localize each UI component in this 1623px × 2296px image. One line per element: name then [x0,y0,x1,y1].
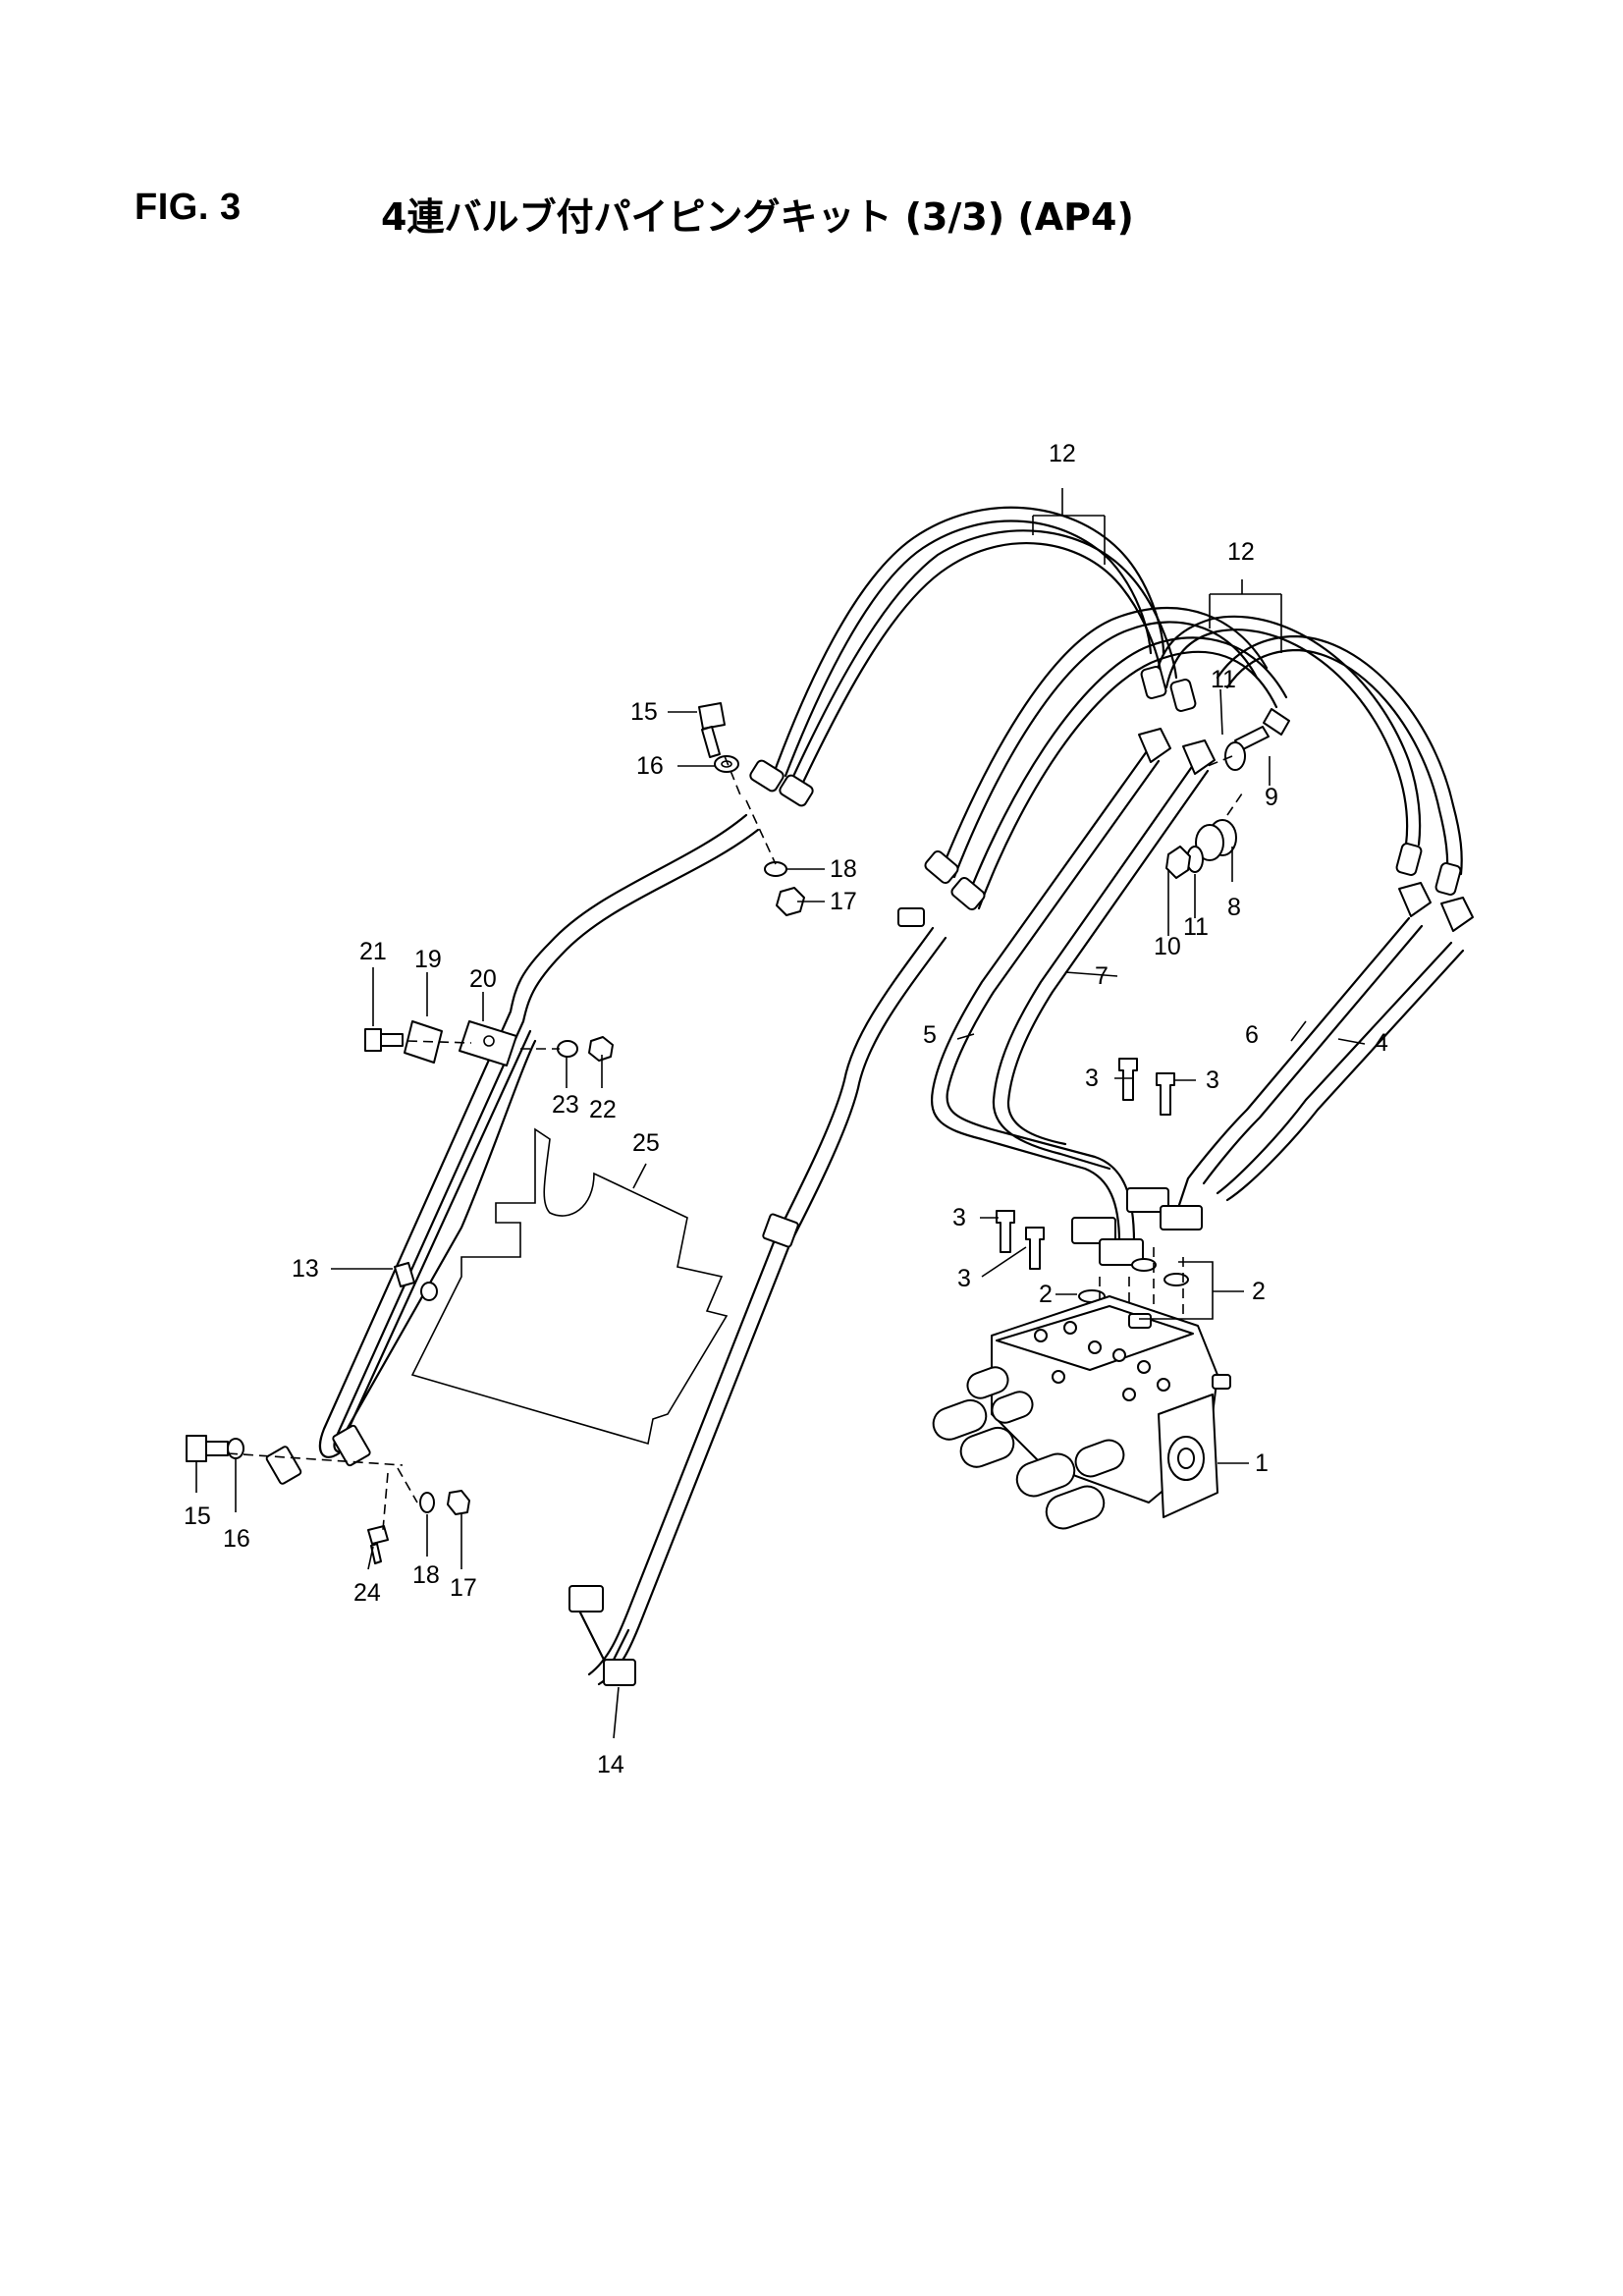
hose-pair-upper-left [770,506,1288,910]
pipe-13 [265,813,760,1485]
pipes-4-5-6-7 [931,728,1474,1244]
bolts-3 [996,1058,1175,1270]
callout-17-upper: 17 [830,888,857,915]
callout-3-c: 3 [952,1204,966,1231]
callout-12-right: 12 [1227,538,1255,566]
callout-1: 1 [1255,1449,1269,1477]
bracket-plate-25 [410,1127,729,1446]
callout-8: 8 [1227,894,1241,921]
callout-7: 7 [1095,962,1109,990]
callout-17-lower: 17 [450,1574,477,1602]
hose-fittings [749,666,1462,911]
callout-14: 14 [597,1751,624,1778]
callout-16-upper: 16 [636,752,664,780]
small-hardware [186,702,1290,1564]
callout-labels: 12 12 11 9 8 11 10 7 5 6 4 3 3 3 3 2 2 1… [184,440,1388,1778]
callout-25: 25 [632,1129,660,1157]
callout-12-upper: 12 [1049,440,1076,467]
control-valve [932,1295,1231,1530]
callout-18-upper: 18 [830,855,857,883]
callout-5: 5 [923,1021,937,1049]
callout-9: 9 [1265,784,1278,811]
callout-3-b: 3 [1206,1066,1219,1094]
flange-blocks [1071,1187,1203,1266]
callout-4: 4 [1375,1029,1388,1057]
callout-13: 13 [292,1255,319,1283]
callout-11-lower: 11 [1183,913,1209,941]
callout-3-a: 3 [1085,1065,1099,1092]
callout-11-upper: 11 [1211,666,1236,693]
callout-10: 10 [1154,933,1181,960]
callout-21: 21 [359,938,387,965]
callout-2-right: 2 [1252,1278,1266,1305]
callout-6: 6 [1245,1021,1259,1049]
figure-number: FIG. 3 [135,187,242,228]
callout-20: 20 [469,965,497,993]
callout-16-lower: 16 [223,1525,250,1553]
figure-title: 4連バルブ付パイピングキット (3/3) (AP4) [381,195,1134,239]
callout-15-lower: 15 [184,1503,211,1530]
callout-24: 24 [353,1579,381,1607]
pipe-14 [568,907,947,1686]
hose-pair-right [1152,615,1463,876]
callout-2-left: 2 [1039,1281,1053,1308]
leader-lines [195,488,1366,1739]
callout-19: 19 [414,946,442,973]
callout-15-upper: 15 [630,698,658,726]
callout-22: 22 [589,1096,617,1123]
callout-18-lower: 18 [412,1561,440,1589]
callout-23: 23 [552,1091,579,1119]
callout-3-d: 3 [957,1265,971,1292]
